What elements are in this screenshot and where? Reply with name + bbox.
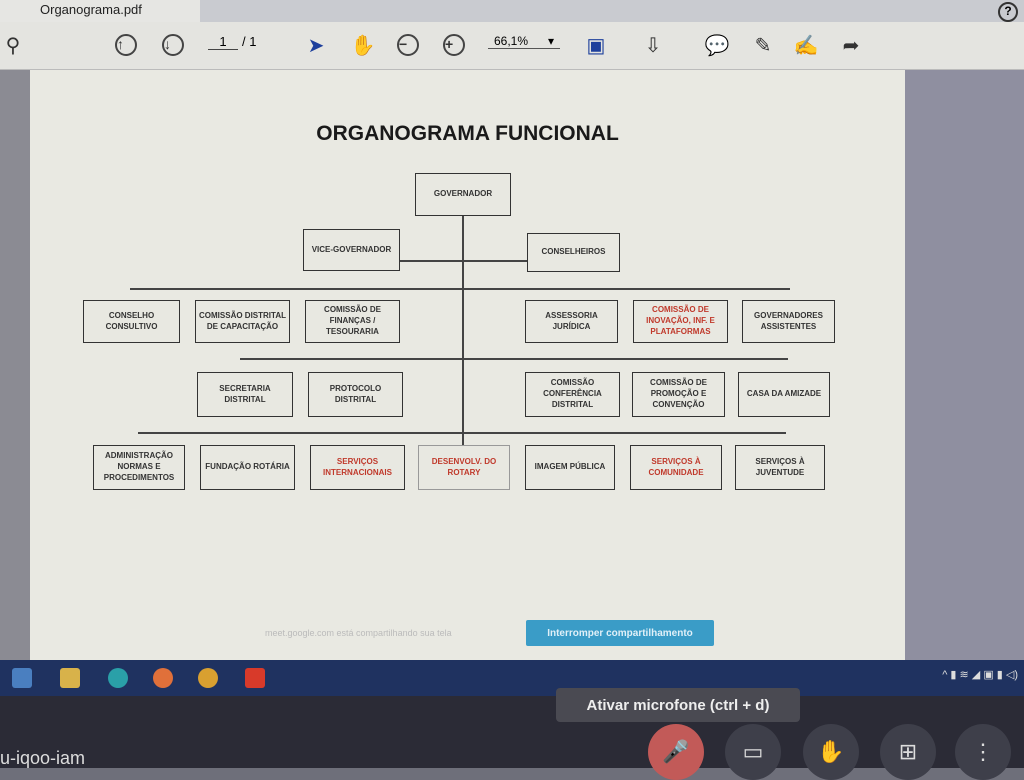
taskbar: ^ ▮ ≋ ◢ ▣ ▮ ◁) xyxy=(0,660,1024,696)
connector-line xyxy=(240,358,788,360)
box-row3: SERVIÇOS INTERNACIONAIS xyxy=(310,445,405,490)
box-row1: COMISSÃO DISTRITAL DE CAPACITAÇÃO xyxy=(195,300,290,343)
page-total: / 1 xyxy=(242,34,257,49)
box-row1: ASSESSORIA JURÍDICA xyxy=(525,300,618,343)
camera-button[interactable]: ▭ xyxy=(725,724,781,780)
file-explorer-icon[interactable] xyxy=(60,668,80,688)
tab-bar: Organograma.pdf xyxy=(0,0,1024,22)
help-icon[interactable]: ? xyxy=(998,2,1018,22)
acrobat-icon[interactable] xyxy=(245,668,265,688)
zoom-out-button[interactable]: − xyxy=(395,32,421,58)
edge-icon[interactable] xyxy=(108,668,128,688)
firefox-icon[interactable] xyxy=(153,668,173,688)
box-row2: CASA DA AMIZADE xyxy=(738,372,830,417)
box-row3: FUNDAÇÃO ROTÁRIA xyxy=(200,445,295,490)
prev-page-button[interactable]: ↑ xyxy=(113,32,139,58)
more-icon: ⋮ xyxy=(972,739,994,764)
box-row3: ADMINISTRAÇÃO NORMAS E PROCEDIMENTOS xyxy=(93,445,185,490)
box-vice-governador: VICE-GOVERNADOR xyxy=(303,229,400,271)
meet-controls xyxy=(0,696,1024,768)
system-tray[interactable]: ^ ▮ ≋ ◢ ▣ ▮ ◁) xyxy=(942,669,1018,681)
sign-icon[interactable]: ✍ xyxy=(793,34,819,57)
raise-hand-button[interactable]: ✋ xyxy=(803,724,859,780)
stop-sharing-button[interactable]: Interromper compartilhamento xyxy=(526,620,714,646)
present-button[interactable]: ⊞ xyxy=(880,724,936,780)
arrow-down-icon: ↓ xyxy=(162,34,184,56)
chart-title: ORGANOGRAMA FUNCIONAL xyxy=(316,122,619,145)
zoom-in-button[interactable]: + xyxy=(441,32,467,58)
zoom-value: 66,1% xyxy=(494,34,529,48)
scroll-mode-icon[interactable]: ⇩ xyxy=(644,34,662,57)
connector-line xyxy=(130,288,790,290)
box-row2: COMISSÃO CONFERÊNCIA DISTRITAL xyxy=(525,372,620,417)
connector-line xyxy=(138,432,786,434)
box-row3: IMAGEM PÚBLICA xyxy=(525,445,615,490)
present-icon: ⊞ xyxy=(898,739,918,764)
select-tool-icon[interactable]: ➤ xyxy=(307,34,325,57)
chevron-down-icon: ▾ xyxy=(547,34,554,48)
box-row2: SECRETARIA DISTRITAL xyxy=(197,372,293,417)
camera-icon: ▭ xyxy=(742,739,764,764)
viewer-background xyxy=(905,70,1024,660)
share-notice: meet.google.com está compartilhando sua … xyxy=(265,628,452,638)
box-row2: PROTOCOLO DISTRITAL xyxy=(308,372,403,417)
box-row3: DESENVOLV. DO ROTARY xyxy=(418,445,510,490)
minus-icon: − xyxy=(397,34,419,56)
mic-off-button[interactable]: 🎤 xyxy=(648,724,704,780)
box-governador: GOVERNADOR xyxy=(415,173,511,216)
more-options-button[interactable]: ⋮ xyxy=(955,724,1011,780)
share-icon[interactable]: ➦ xyxy=(842,34,860,57)
hand-icon: ✋ xyxy=(817,739,845,764)
fit-page-icon[interactable]: ▣ xyxy=(586,34,606,57)
plus-icon: + xyxy=(443,34,465,56)
box-row1: COMISSÃO DE INOVAÇÃO, INF. E PLATAFORMAS xyxy=(633,300,728,343)
search-icon[interactable]: ⚲ xyxy=(5,34,21,57)
tab-organograma[interactable]: Organograma.pdf xyxy=(0,0,200,22)
next-page-button[interactable]: ↓ xyxy=(160,32,186,58)
pdf-toolbar: ⚲ ↑ ↓ 1 / 1 ➤ ✋ − + 66,1% ▾ ▣ ⇩ 💬 ✎ ✍ ➦ xyxy=(0,22,1024,70)
chrome-icon[interactable] xyxy=(198,668,218,688)
viewer-background xyxy=(0,70,30,660)
connector-line xyxy=(462,215,464,470)
comment-icon[interactable]: 💬 xyxy=(704,34,730,57)
hand-tool-icon[interactable]: ✋ xyxy=(350,34,376,57)
meeting-code: u-iqoo-iam xyxy=(0,748,86,768)
box-row3: SERVIÇOS À JUVENTUDE xyxy=(735,445,825,490)
page-number-input[interactable]: 1 xyxy=(208,34,238,50)
pen-icon[interactable]: ✎ xyxy=(754,34,772,57)
box-row3: SERVIÇOS À COMUNIDADE xyxy=(630,445,722,490)
connector-line xyxy=(400,260,527,262)
box-row2: COMISSÃO DE PROMOÇÃO E CONVENÇÃO xyxy=(632,372,725,417)
arrow-up-icon: ↑ xyxy=(115,34,137,56)
box-conselheiros: CONSELHEIROS xyxy=(527,233,620,272)
zoom-select[interactable]: 66,1% ▾ xyxy=(488,34,560,49)
pdf-page: ORGANOGRAMA FUNCIONAL GOVERNADOR VICE-GO… xyxy=(30,70,905,660)
mic-tooltip: Ativar microfone (ctrl + d) xyxy=(556,688,800,722)
task-view-icon[interactable] xyxy=(12,668,32,688)
box-row1: CONSELHO CONSULTIVO xyxy=(83,300,180,343)
box-row1: COMISSÃO DE FINANÇAS / TESOURARIA xyxy=(305,300,400,343)
box-row1: GOVERNADORES ASSISTENTES xyxy=(742,300,835,343)
mic-off-icon: 🎤 xyxy=(662,739,690,764)
